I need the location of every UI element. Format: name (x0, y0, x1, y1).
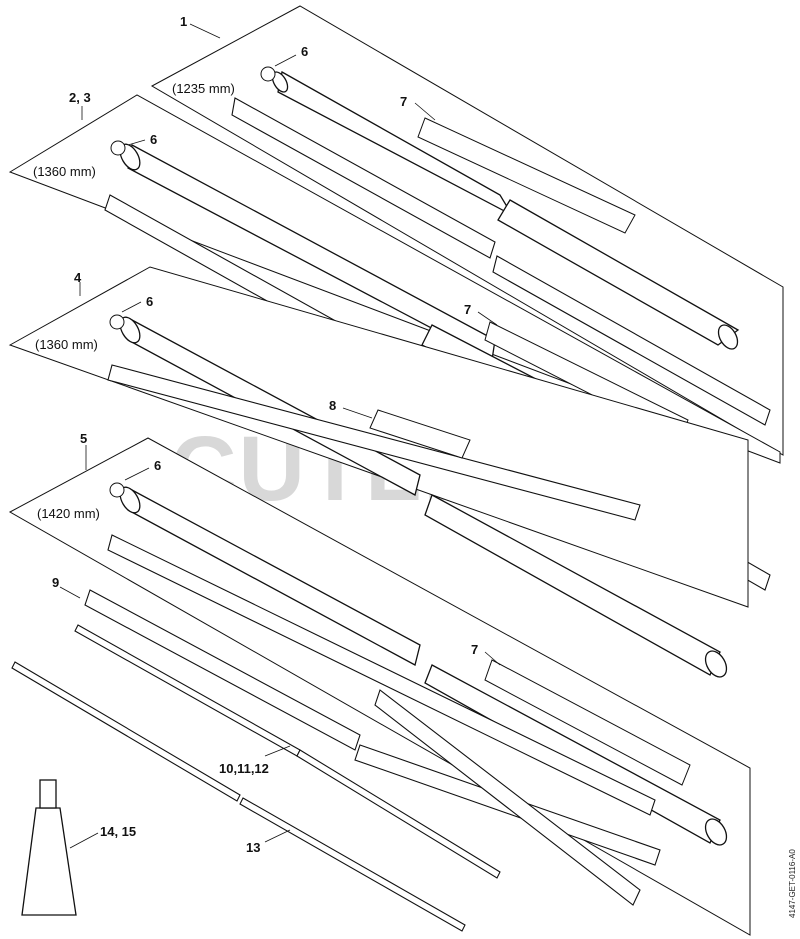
callout-6-panel-4: 6 (146, 294, 153, 309)
panel-4-rail (107, 364, 641, 521)
panel-1-gear-icon (260, 66, 276, 82)
panel-4 (8, 266, 749, 678)
dimension-label-panel-4: (1360 mm) (35, 337, 98, 352)
callout-8: 8 (329, 398, 336, 413)
callout-7-panel-2-3: 7 (464, 302, 471, 317)
dimension-label-panel-5: (1420 mm) (37, 506, 100, 521)
callout-6-panel-2-3: 6 (150, 132, 157, 147)
leader-lines (59, 23, 501, 849)
panel-4-label-8 (369, 409, 471, 459)
part-9-rail (84, 589, 361, 751)
callout-13: 13 (246, 840, 260, 855)
callout-2-3: 2, 3 (69, 90, 91, 105)
panel-1-tube-mouth (717, 324, 739, 350)
callout-4: 4 (74, 270, 82, 285)
panel-2-3-gear-icon (110, 140, 126, 156)
callout-7-panel-1: 7 (400, 94, 407, 109)
panel-5-gear-icon (109, 482, 125, 498)
panel-1-rail-lower (492, 255, 771, 426)
panel-1-decal (417, 117, 636, 234)
panel-4-tube-lower (424, 494, 721, 676)
panel-4-tube-mouth (704, 650, 728, 678)
part-13-shaft-upper (11, 661, 241, 802)
callout-14-15: 14, 15 (100, 824, 136, 839)
panel-5-tube-mouth (704, 818, 728, 846)
callout-10-11-12: 10,11,12 (219, 761, 269, 776)
panel-1-rail-upper (231, 97, 496, 259)
part-13-shaft-lower (239, 797, 466, 932)
part-11-rail (374, 689, 641, 906)
callout-9: 9 (52, 575, 59, 590)
panel-5-rail (107, 534, 656, 816)
reference-code: 4147-GET-0116-A0 (788, 849, 797, 918)
dimension-label-panel-2-3: (1360 mm) (33, 164, 96, 179)
loose-parts (11, 589, 661, 932)
callout-5: 5 (80, 431, 87, 446)
panel-4-gear-icon (109, 314, 125, 330)
panel-5 (8, 437, 751, 936)
callout-6-panel-5: 6 (154, 458, 161, 473)
panel-1 (150, 5, 784, 456)
callout-1: 1 (180, 14, 187, 29)
panel-1-tube-lower (497, 199, 740, 346)
callout-6-panel-1: 6 (301, 44, 308, 59)
grease-tube-cap-icon (39, 779, 57, 809)
callout-7-panel-5: 7 (471, 642, 478, 657)
dimension-label-panel-1: (1235 mm) (172, 81, 235, 96)
grease-tube-icon (21, 807, 77, 916)
part-10-drive-shaft-end (296, 749, 501, 879)
panel-5-decal (484, 659, 691, 786)
